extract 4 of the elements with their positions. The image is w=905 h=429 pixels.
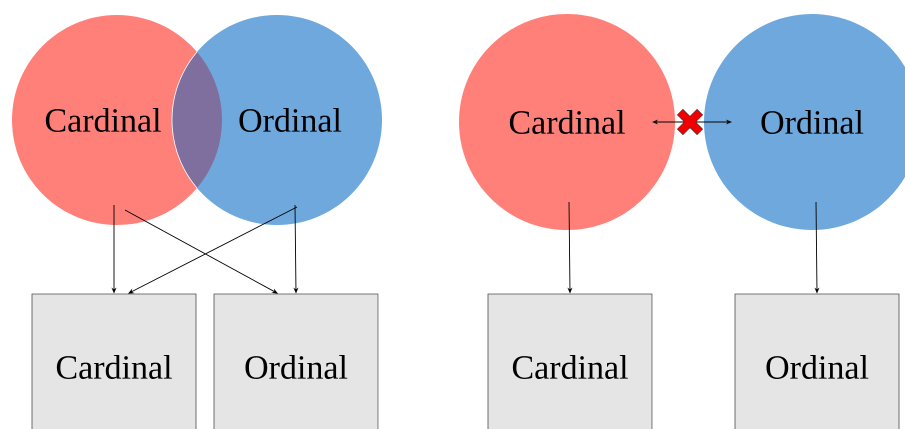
category-box: Cardinal bbox=[488, 294, 652, 429]
category-box: Ordinal bbox=[734, 294, 900, 429]
category-box: Cardinal bbox=[32, 294, 196, 429]
category-box: Ordinal bbox=[214, 294, 378, 429]
